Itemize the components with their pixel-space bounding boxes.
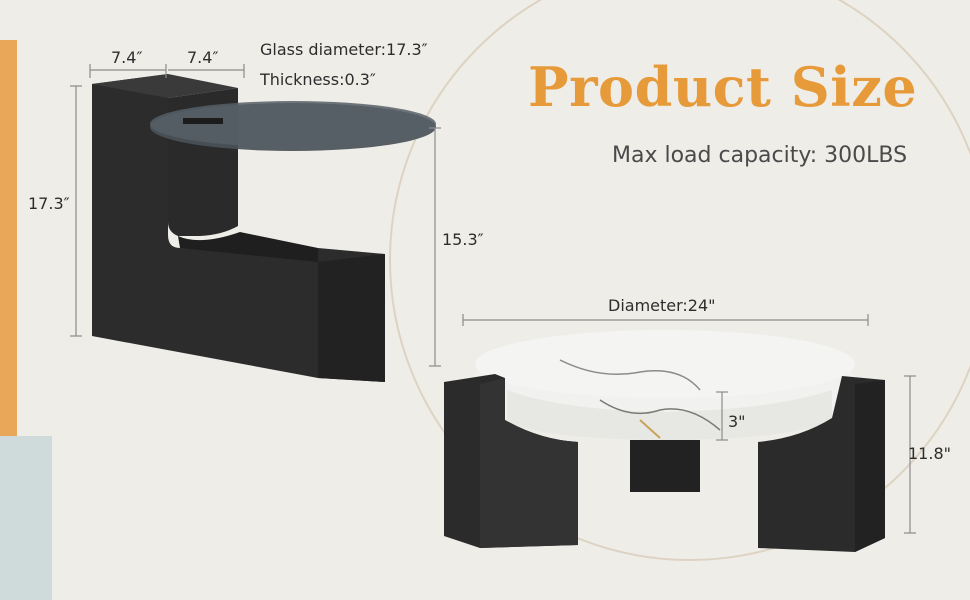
side-glass-height-label: 15.3″: [442, 230, 484, 249]
coffee-table-illustration: [444, 330, 885, 552]
glass-diameter-label: Glass diameter:17.3″: [260, 40, 428, 59]
side-width-left-label: 7.4″: [111, 48, 143, 67]
coffee-diameter-label: Diameter:24": [608, 296, 716, 315]
blue-band: [0, 436, 52, 600]
coffee-top-thickness-label: 3": [728, 412, 746, 431]
background-arc: [389, 0, 970, 561]
load-capacity-text: Max load capacity: 300LBS: [612, 143, 908, 168]
coffee-height-label: 11.8": [908, 444, 951, 463]
side-total-height-label: 17.3″: [28, 194, 70, 213]
side-width-right-label: 7.4″: [187, 48, 219, 67]
glass-thickness-label: Thickness:0.3″: [260, 70, 376, 89]
side-table-dimensions: [70, 64, 441, 367]
coffee-leg-offset-label: 4.5": [444, 398, 477, 417]
orange-band: [0, 40, 17, 436]
page-title: Product Size: [528, 55, 918, 119]
coffee-table-dimensions: [462, 314, 916, 534]
side-table-illustration: [92, 74, 436, 382]
